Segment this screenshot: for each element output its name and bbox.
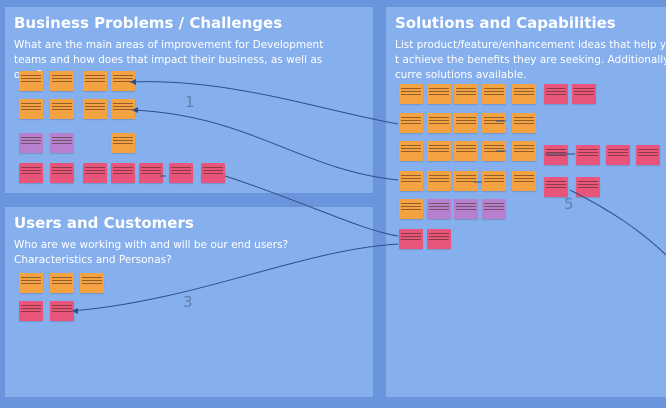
sticky-note[interactable] xyxy=(19,163,43,183)
sticky-note[interactable] xyxy=(399,229,423,249)
panel-title: Business Problems / Challenges xyxy=(14,14,283,32)
sticky-note[interactable] xyxy=(83,71,107,91)
sticky-note[interactable] xyxy=(512,84,536,104)
panel-business-problems[interactable]: Business Problems / Challenges What are … xyxy=(4,6,374,194)
sticky-note[interactable] xyxy=(83,99,107,119)
sticky-note[interactable] xyxy=(544,177,568,197)
sticky-note[interactable] xyxy=(482,113,506,133)
sticky-note[interactable] xyxy=(482,199,506,219)
sticky-note[interactable] xyxy=(512,141,536,161)
sticky-note[interactable] xyxy=(399,199,423,219)
sticky-note[interactable] xyxy=(83,163,107,183)
panel-title: Users and Customers xyxy=(14,214,194,232)
sticky-note[interactable] xyxy=(454,113,478,133)
sticky-note[interactable] xyxy=(576,145,600,165)
sticky-note[interactable] xyxy=(50,273,74,293)
sticky-note[interactable] xyxy=(201,163,225,183)
sticky-note[interactable] xyxy=(636,145,660,165)
sticky-note[interactable] xyxy=(427,84,451,104)
sticky-note[interactable] xyxy=(454,84,478,104)
sticky-note[interactable] xyxy=(576,177,600,197)
section-number: 5 xyxy=(564,195,574,213)
sticky-note[interactable] xyxy=(50,99,74,119)
sticky-note[interactable] xyxy=(572,84,596,104)
sticky-note[interactable] xyxy=(427,141,451,161)
sticky-note[interactable] xyxy=(544,145,568,165)
sticky-note[interactable] xyxy=(399,171,423,191)
sticky-note[interactable] xyxy=(111,163,135,183)
sticky-note[interactable] xyxy=(427,113,451,133)
sticky-note[interactable] xyxy=(512,113,536,133)
sticky-note[interactable] xyxy=(139,163,163,183)
section-number: 1 xyxy=(185,93,195,111)
panel-users-customers[interactable]: Users and Customers Who are we working w… xyxy=(4,206,374,398)
sticky-note[interactable] xyxy=(399,84,423,104)
sticky-note[interactable] xyxy=(427,171,451,191)
sticky-note[interactable] xyxy=(111,71,135,91)
sticky-note[interactable] xyxy=(50,163,74,183)
sticky-note[interactable] xyxy=(544,84,568,104)
sticky-note[interactable] xyxy=(454,171,478,191)
sticky-note[interactable] xyxy=(50,301,74,321)
sticky-note[interactable] xyxy=(482,141,506,161)
panel-solutions-capabilities[interactable]: Solutions and Capabilities List product/… xyxy=(385,6,666,398)
sticky-note[interactable] xyxy=(19,71,43,91)
sticky-note[interactable] xyxy=(50,71,74,91)
sticky-note[interactable] xyxy=(427,229,451,249)
sticky-note[interactable] xyxy=(19,301,43,321)
sticky-note[interactable] xyxy=(427,199,451,219)
sticky-note[interactable] xyxy=(454,199,478,219)
sticky-note[interactable] xyxy=(80,273,104,293)
sticky-note[interactable] xyxy=(111,99,135,119)
panel-title: Solutions and Capabilities xyxy=(395,14,616,32)
sticky-note[interactable] xyxy=(512,171,536,191)
panel-description: Who are we working with and will be our … xyxy=(14,239,289,266)
sticky-note[interactable] xyxy=(482,84,506,104)
sticky-note[interactable] xyxy=(454,141,478,161)
sticky-note[interactable] xyxy=(111,133,135,153)
panel-description: List product/feature/enhancement ideas t… xyxy=(395,39,666,81)
sticky-note[interactable] xyxy=(50,133,74,153)
sticky-note[interactable] xyxy=(19,133,43,153)
sticky-note[interactable] xyxy=(482,171,506,191)
sticky-note[interactable] xyxy=(19,273,43,293)
sticky-note[interactable] xyxy=(19,99,43,119)
sticky-note[interactable] xyxy=(399,141,423,161)
sticky-note[interactable] xyxy=(169,163,193,183)
sticky-note[interactable] xyxy=(399,113,423,133)
section-number: 3 xyxy=(183,293,193,311)
sticky-note[interactable] xyxy=(606,145,630,165)
